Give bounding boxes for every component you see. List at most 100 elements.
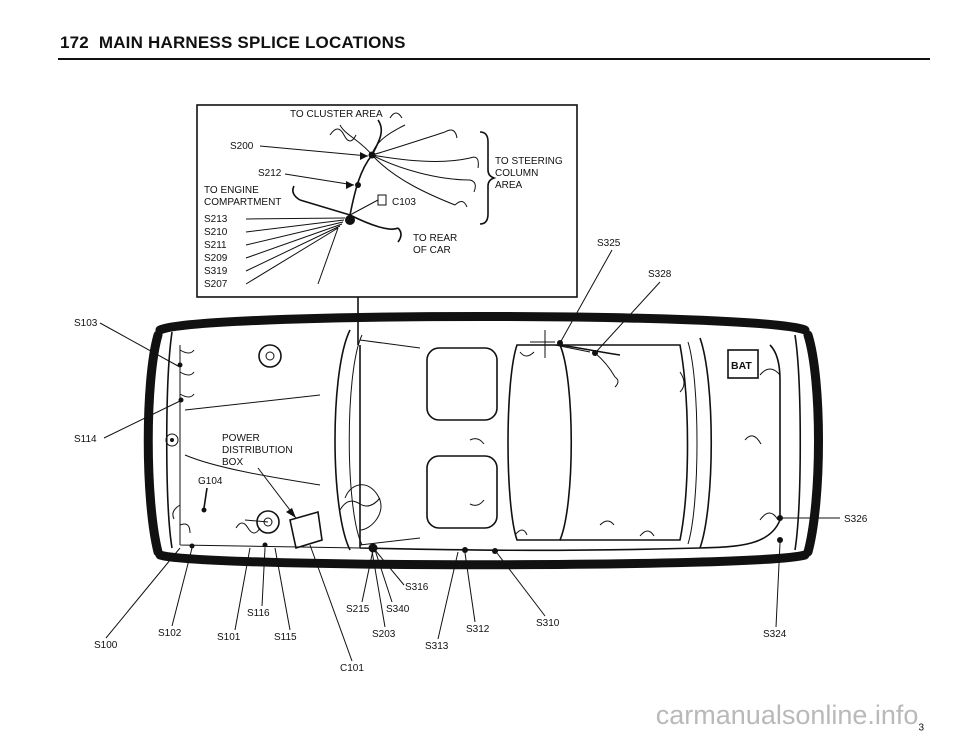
arrow-s200 [360, 152, 368, 160]
callout-s325: S325 [597, 238, 621, 249]
inset-engine-branch [292, 185, 351, 216]
leader-s215 [361, 549, 374, 603]
label-steering-3: AREA [495, 180, 523, 191]
splice-list-leaders [245, 217, 346, 285]
callout-s101: S101 [217, 632, 241, 643]
strut-tower-right [256, 510, 280, 534]
callout-s102: S102 [158, 628, 182, 639]
splice-dot-s312 [462, 547, 468, 553]
label-s207: S207 [204, 279, 228, 290]
splice-dot-s324 [777, 537, 783, 543]
callout-s324: S324 [763, 629, 787, 640]
inset-c103-lead [349, 199, 379, 216]
callout-c101: C101 [340, 663, 364, 674]
leader-s103 [99, 322, 179, 367]
label-c103: C103 [392, 197, 416, 208]
leader-s200 [259, 145, 369, 157]
label-s210: S210 [204, 227, 228, 238]
callout-s215: S215 [346, 604, 370, 615]
front-wire-ends [172, 349, 195, 534]
splice-cluster-dot [345, 215, 355, 225]
arrow-pdb [286, 508, 296, 518]
callout-s326: S326 [844, 514, 868, 525]
label-s209: S209 [204, 253, 228, 264]
car-bottom-edge [155, 550, 810, 570]
splice-dot-s200 [368, 151, 376, 159]
front-marker-dot [170, 438, 174, 442]
watermark-text: carmanualsonline.info [655, 700, 919, 730]
cabin-wire-ends [469, 368, 781, 537]
page-title: 172 MAIN HARNESS SPLICE LOCATIONS [60, 33, 406, 53]
leader-s101 [234, 547, 251, 631]
leader-c101 [309, 544, 353, 662]
callout-s310: S310 [536, 618, 560, 629]
leader-s316 [374, 549, 405, 586]
splice-list-tail [317, 227, 339, 285]
leader-s203 [371, 550, 386, 628]
callout-s103: S103 [74, 318, 98, 329]
splice-callouts: S103 S114 S325 S328 S326 S316 S215 S340 … [74, 238, 868, 674]
callout-s114: S114 [74, 434, 97, 445]
fender-lines [184, 394, 321, 486]
callout-s116: S116 [247, 608, 270, 619]
leader-g104 [203, 487, 208, 509]
callout-s203: S203 [372, 629, 396, 640]
center-console [507, 344, 572, 541]
leader-s100 [105, 547, 181, 639]
splice-dot-s310 [492, 548, 498, 554]
front-seat-left [426, 347, 498, 421]
leader-s114 [103, 400, 181, 439]
inset-frame [196, 104, 578, 298]
leader-s116 [261, 547, 266, 607]
car-rear-bumper [803, 330, 823, 557]
callout-s316: S316 [405, 582, 429, 593]
callout-s313: S313 [425, 641, 449, 652]
leader-s212 [284, 173, 355, 186]
inset-branches [339, 124, 471, 206]
leader-s313 [437, 551, 459, 640]
car-body: BAT POWER DISTRIBUTION BOX G104 [143, 312, 823, 570]
label-s213: S213 [204, 214, 228, 225]
steering-brace [479, 131, 497, 225]
rear-right-wire [759, 512, 779, 521]
car-front-bumper [143, 330, 163, 557]
label-s319: S319 [204, 266, 228, 277]
leader-s102 [171, 547, 193, 627]
power-distribution-box-icon [289, 510, 323, 550]
label-s212: S212 [258, 168, 282, 179]
harness-front [179, 345, 361, 549]
harness-rear-branch [594, 352, 619, 388]
callout-s100: S100 [94, 640, 118, 651]
strut-tower-left [258, 344, 282, 368]
splice-dot-s102 [189, 543, 195, 549]
car-top-edge [155, 312, 810, 335]
watermark: carmanualsonline.info3 [656, 700, 924, 733]
battery-box [727, 349, 759, 379]
callout-s340: S340 [386, 604, 410, 615]
rear-shelf-wire [679, 371, 685, 393]
leader-s328 [595, 281, 661, 353]
front-seat-right [426, 455, 498, 529]
label-to-rear-2: OF CAR [413, 245, 451, 256]
callout-s312: S312 [466, 624, 490, 635]
leader-s312 [464, 552, 476, 623]
arrow-s212 [346, 181, 354, 189]
label-pdb-1: POWER [222, 433, 260, 444]
inset-top-label: TO CLUSTER AREA [290, 109, 383, 120]
leader-s325 [559, 249, 613, 344]
label-to-rear-1: TO REAR [413, 233, 457, 244]
strut-tower-left-center [265, 351, 275, 361]
harness-main [359, 344, 781, 552]
inset-detail: TO CLUSTER AREA S200 S212 TO ENGINE COMP… [196, 104, 578, 345]
leader-s324 [775, 542, 781, 628]
splice-dot-s103 [177, 362, 183, 368]
label-s211: S211 [204, 240, 227, 251]
label-pdb-2: DISTRIBUTION [222, 445, 293, 456]
splice-dot-s326 [777, 515, 783, 521]
callout-s115: S115 [274, 632, 297, 643]
label-g104: G104 [198, 476, 223, 487]
leader-s115 [274, 547, 291, 631]
label-steering-2: COLUMN [495, 168, 538, 179]
